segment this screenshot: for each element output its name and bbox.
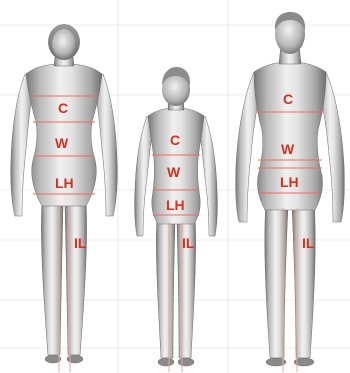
woman-body	[11, 48, 118, 363]
child-label-inseam: IL	[182, 235, 195, 251]
man-label-low-hip: LH	[280, 174, 299, 190]
figure-child: C W LH IL	[135, 67, 218, 372]
man-label-waist: W	[281, 141, 295, 157]
woman-label-waist: W	[55, 135, 69, 151]
figure-woman: C W LH IL	[11, 24, 118, 372]
man-label-inseam: IL	[302, 235, 315, 251]
woman-head	[52, 29, 76, 59]
child-label-low-hip: LH	[166, 197, 185, 213]
woman-label-chest: C	[58, 100, 68, 116]
child-label-chest: C	[170, 132, 180, 148]
woman-label-low-hip: LH	[55, 175, 74, 191]
woman-label-inseam: IL	[74, 235, 87, 251]
man-label-chest: C	[283, 91, 293, 107]
figure-man: C W LH IL	[236, 12, 345, 372]
child-label-waist: W	[167, 164, 181, 180]
